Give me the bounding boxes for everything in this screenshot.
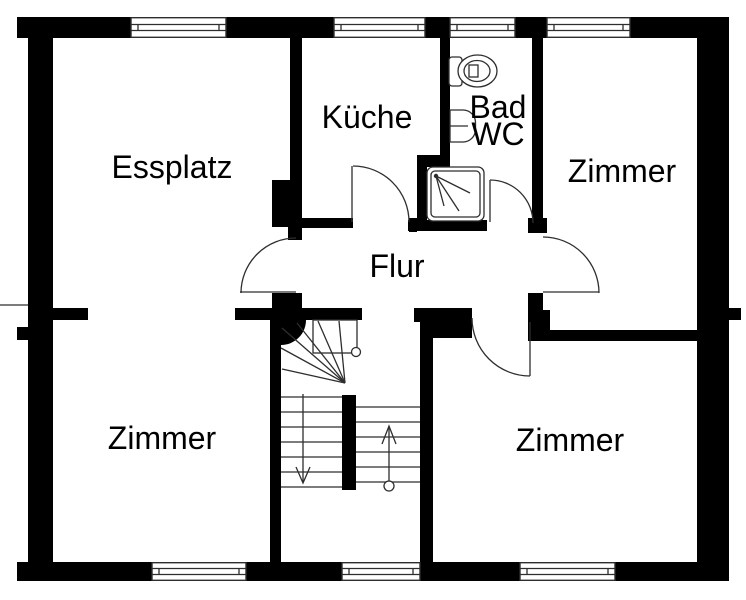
party-wall-stub-left <box>17 327 33 340</box>
jamb-zimmer-br-door <box>530 310 550 338</box>
window-stairwell <box>341 562 421 582</box>
party-wall-stub-right <box>710 308 741 320</box>
wall-stair-right <box>420 338 433 562</box>
door-kueche <box>351 165 410 223</box>
wall-bottom-3 <box>420 562 520 581</box>
door-swing-arc <box>542 236 600 294</box>
jamb-zimmer-tr-door-top <box>528 218 547 233</box>
wall-zimmer-br-block <box>420 322 472 338</box>
door-swing-arc <box>352 165 410 223</box>
interior-walls <box>48 38 697 562</box>
door-bad <box>489 179 534 224</box>
wall-top-2 <box>226 17 334 38</box>
door-swing-arc <box>240 237 297 294</box>
wall-top-3 <box>425 17 450 38</box>
wall-shower-left <box>417 167 427 222</box>
label-zimmer-top-right: Zimmer <box>568 153 677 189</box>
wall-shower-top <box>417 155 450 167</box>
bathroom-fixtures <box>426 54 498 222</box>
wall-top-4 <box>515 17 547 38</box>
wall-stair-rounded-corner <box>281 320 306 345</box>
door-essplatz <box>240 237 297 294</box>
label-flur: Flur <box>369 248 424 284</box>
stair-arrow-down <box>295 394 311 485</box>
label-kueche: Küche <box>322 99 413 135</box>
wall-flur-stair <box>235 308 362 320</box>
wall-essplatz-zimmer-stub <box>48 308 88 320</box>
label-wc: WC <box>471 116 524 152</box>
wall-kueche-flur <box>302 218 353 228</box>
door-swing-arc <box>489 179 534 224</box>
window-zimmer-top-right <box>546 17 631 39</box>
wall-right <box>697 17 729 581</box>
wall-zimmer-br-strip <box>414 308 472 322</box>
door-swing-arc <box>471 317 531 377</box>
door-zimmer-bottom-right <box>471 317 531 377</box>
label-essplatz: Essplatz <box>112 149 233 185</box>
toilet-fixture <box>448 54 498 88</box>
stair-arrow-up <box>381 424 397 492</box>
wall-stair-divider <box>342 395 356 490</box>
label-zimmer-bottom-left: Zimmer <box>108 420 217 456</box>
sink-fixture <box>449 109 477 143</box>
window-essplatz <box>130 17 227 39</box>
room-labels: Essplatz Küche Bad WC Zimmer Flur Zimmer… <box>108 89 677 458</box>
window-kueche <box>333 17 426 39</box>
stair-landing <box>312 319 358 354</box>
wall-stair-left <box>270 320 281 562</box>
shower-fixture <box>426 166 485 222</box>
window-zimmer-bottom-right <box>519 562 616 582</box>
wall-essplatz-kueche-endpost <box>272 180 302 227</box>
wall-kueche-bad <box>440 38 450 162</box>
staircase <box>280 319 420 492</box>
window-zimmer-bottom-left <box>151 562 247 582</box>
label-zimmer-bottom-right: Zimmer <box>516 422 625 458</box>
wall-left <box>28 17 53 581</box>
windows <box>130 17 631 582</box>
stair-newel-circle <box>350 346 362 358</box>
wall-bottom-2 <box>246 562 342 581</box>
wall-bad-zimmer <box>532 38 543 218</box>
wall-essplatz-kueche <box>290 38 302 180</box>
wall-bad-flur <box>408 220 487 231</box>
jamb-essplatz-door-top <box>288 227 302 240</box>
wall-right-zimmer-divider <box>531 330 697 341</box>
window-bad <box>449 17 516 39</box>
label-bad: Bad <box>470 89 527 125</box>
doors <box>240 165 600 377</box>
outer-walls <box>0 17 741 581</box>
door-zimmer-top-right <box>542 236 600 294</box>
